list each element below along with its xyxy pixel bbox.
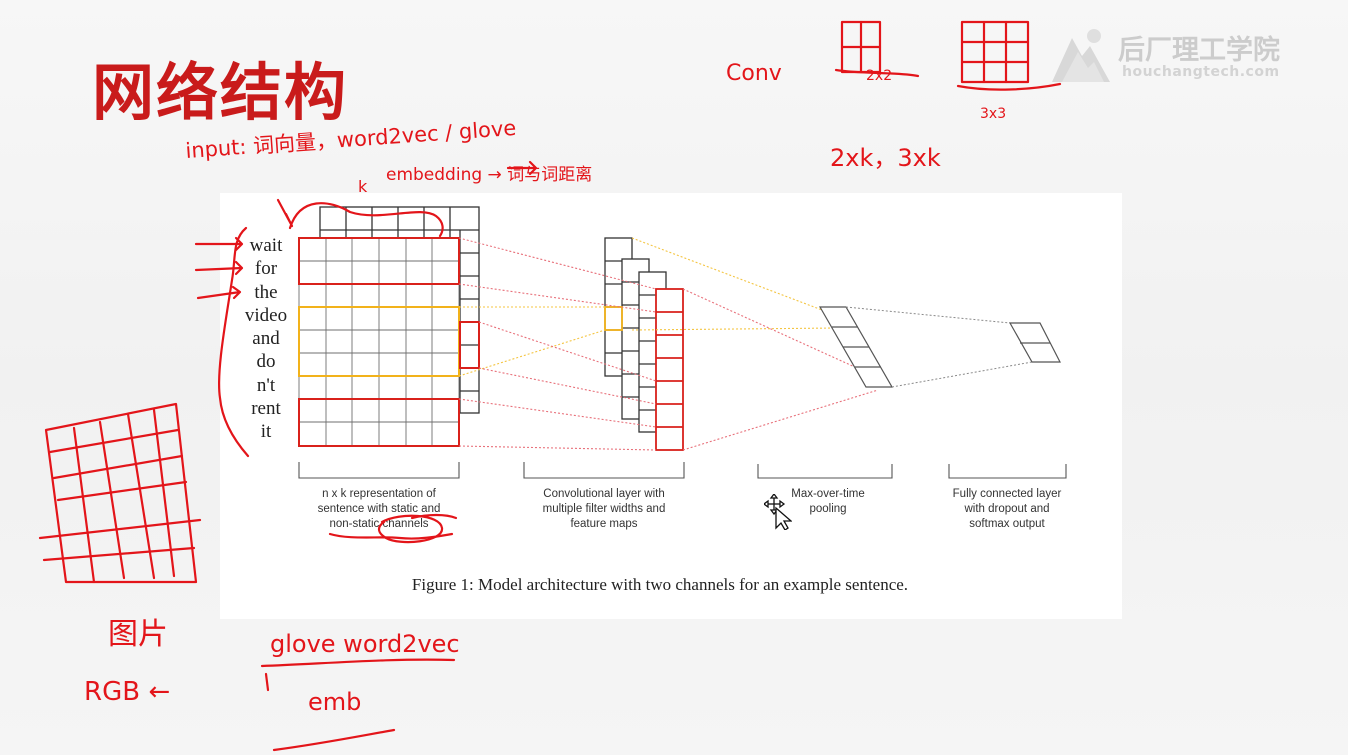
fully-connected-layer	[1008, 322, 1061, 363]
ink-embedding-note: embedding → 词与词距离	[386, 165, 592, 185]
pool-to-fc-links	[845, 306, 1033, 388]
nonstatic-channel-grid	[298, 237, 460, 447]
ink-k-label: k	[358, 177, 368, 196]
ink-emb-label: emb	[308, 688, 361, 716]
word: wait	[249, 235, 283, 256]
slide-title: 网络结构	[92, 56, 349, 129]
word: do	[256, 351, 276, 373]
ink-rgb-label: RGB ←	[84, 677, 170, 707]
sentence-words: wait for the video and do n't rent it	[238, 234, 294, 444]
ink-arrow-word-3	[196, 285, 242, 300]
word: rent	[251, 398, 281, 420]
feature-map-highlighted	[655, 288, 684, 451]
feature-map-yellow-cell	[604, 306, 623, 331]
ink-kernel-2x2: 2x2	[866, 68, 892, 84]
ink-kernel-3x3: 3x3	[980, 106, 1006, 122]
ink-picture-label: 图片	[108, 617, 168, 652]
ink-brace-over-grid	[288, 202, 444, 238]
ink-input-note: input: 词向量，word2vec / glove	[185, 116, 517, 163]
move-cursor-icon	[764, 494, 792, 530]
ink-glove-underline	[260, 658, 456, 668]
ink-conv-label: Conv	[726, 61, 782, 86]
watermark-url: houchangtech.com	[1122, 64, 1280, 80]
ink-arrow-to-grid	[276, 198, 294, 228]
red-filter-region-top	[298, 237, 460, 285]
ink-glove-note: glove word2vec	[270, 630, 460, 658]
ink-arrow-word-2	[194, 260, 244, 276]
caption-representation: n x k representation of sentence with st…	[317, 488, 441, 530]
ink-picture-grid	[38, 402, 202, 584]
watermark: 后厂理工学院 houchangtech.com	[1048, 24, 1328, 88]
input-to-conv-links	[458, 237, 657, 451]
caption-fully-connected: Fully connected layer with dropout and s…	[952, 488, 1062, 530]
section-brackets	[298, 462, 1067, 479]
word: for	[254, 258, 278, 280]
red-filter-region-bottom	[298, 398, 460, 447]
caption-pooling: Max-over-time pooling	[791, 488, 865, 515]
ink-kernel-sizes: 2xk，3xk	[830, 144, 941, 172]
watermark-name: 后厂理工学院	[1118, 35, 1280, 66]
mountain-logo-icon	[1052, 29, 1110, 82]
word: it	[260, 421, 272, 443]
ink-caption-mark	[410, 513, 458, 520]
word: video	[244, 304, 288, 326]
word: the	[254, 281, 278, 303]
word: and	[252, 328, 280, 350]
ink-glove-stroke	[264, 672, 270, 692]
word: n't	[256, 374, 276, 396]
ink-kernel-3x3-box	[960, 20, 1030, 84]
ink-arrow-embedding	[506, 160, 538, 176]
caption-convolution: Convolutional layer with multiple filter…	[542, 488, 666, 530]
ink-brace-words	[217, 226, 250, 458]
figure-caption: Figure 1: Model architecture with two ch…	[411, 575, 909, 594]
conv-to-pool-links	[631, 237, 879, 451]
red-filter-region-side	[459, 321, 480, 369]
ink-emb-underline	[272, 728, 396, 752]
